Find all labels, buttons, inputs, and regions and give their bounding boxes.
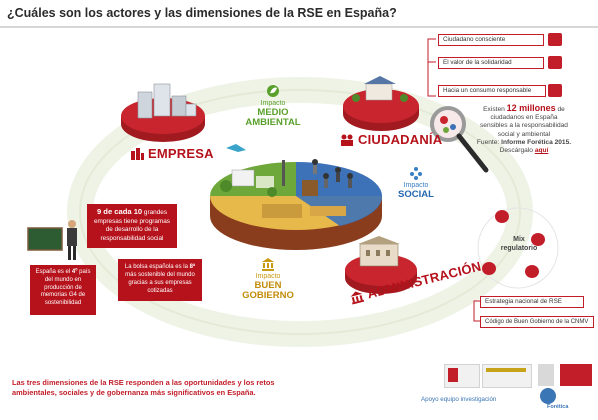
footer-line1: Las tres dimensiones de la RSE responden… — [12, 378, 275, 387]
ciudadania-item: El valor de la solidaridad — [438, 57, 544, 69]
fact1-text: grandes empresas tiene programas de desa… — [93, 209, 170, 242]
government-logo — [444, 364, 480, 388]
people-circle-icon — [410, 167, 422, 180]
administracion-label-group: ADMINISTRACIÓN — [348, 259, 483, 306]
fact2-pre: España es el — [35, 269, 71, 275]
gavel-icon — [495, 210, 509, 223]
apoyo-text: Apoyo equipo investigación — [421, 396, 497, 403]
fact1-bold: 9 de cada 10 — [96, 207, 143, 216]
impact-buen-gobierno-pre: Impacto — [255, 273, 281, 280]
ciudadania-items: Ciudadano consciente El valor de la soli… — [426, 33, 594, 104]
seal-logo — [538, 364, 554, 386]
impact-buen-gobierno-line1: BUEN — [254, 280, 282, 291]
footer-line2: ambientales, sociales y de gobernanza má… — [12, 388, 256, 397]
bird-illustration — [226, 144, 246, 152]
columns-icon — [262, 258, 274, 271]
mix-regulatorio: Mix regulatorio — [496, 236, 542, 253]
eye-icon — [531, 233, 545, 246]
central-disc-illustration — [210, 159, 383, 250]
magnifier-illustration — [430, 106, 489, 173]
ministry-logo — [482, 364, 532, 388]
stat-source: Informe Forética 2015. — [501, 138, 572, 146]
hand-heart-icon — [548, 56, 562, 69]
person-check-icon — [548, 33, 562, 46]
leaf-icon — [267, 85, 279, 97]
stat-link[interactable]: aquí — [534, 147, 549, 155]
ciudadania-label: CIUDADANÍA — [358, 132, 443, 147]
mix-line2: regulatorio — [500, 244, 538, 252]
cart-icon — [548, 84, 562, 97]
stat-download: Descárgalo — [499, 147, 533, 155]
title-divider — [0, 26, 598, 28]
ciudadania-label-group: CIUDADANÍA — [340, 132, 442, 147]
empresa-illustration — [121, 83, 205, 142]
impact-medio-ambiental-pre: Impacto — [260, 100, 286, 107]
stat-number: 12 millones — [506, 103, 556, 113]
empresa-label-group: EMPRESA — [130, 146, 214, 161]
impact-medio-ambiental: Impacto MEDIO AMBIENTAL — [243, 84, 303, 128]
impact-buen-gobierno: Impacto BUEN GOBIERNO — [240, 258, 296, 301]
fact3-text: más sostenible del mundo gracias a sus e… — [125, 272, 195, 294]
stat-source-label: Fuente: — [476, 138, 500, 146]
impact-buen-gobierno-line2: GOBIERNO — [242, 290, 294, 301]
administracion-items: Estrategia nacional de RSE Código de Bue… — [470, 296, 594, 330]
mix-line1: Mix — [513, 236, 525, 243]
fact-memorias-g4: España es el 4º país del mundo en produc… — [30, 265, 96, 315]
fact-bolsa: La bolsa española es la 8ª más sostenibl… — [118, 259, 202, 301]
foretica-logo-icon — [540, 388, 556, 404]
stat-text: de ciudadanos en España sensibles a la r… — [480, 106, 568, 138]
impact-social: Impacto SOCIAL — [392, 166, 440, 200]
stat-pre: Existen — [483, 106, 505, 113]
presenter-illustration — [27, 220, 77, 260]
impact-social-pre: Impacto — [403, 182, 429, 189]
fact-grandes-empresas: 9 de cada 10 grandes empresas tiene prog… — [87, 204, 177, 248]
empresa-label: EMPRESA — [148, 146, 214, 161]
impact-social-main: SOCIAL — [398, 189, 434, 200]
ciudadania-item: Ciudadano consciente — [438, 34, 544, 46]
building-icon — [131, 147, 144, 160]
fact3-rank: 8ª — [189, 264, 196, 270]
impact-medio-ambiental-line1: MEDIO — [257, 107, 289, 118]
document-icon — [482, 262, 496, 275]
administracion-illustration — [345, 236, 417, 294]
people-icon — [341, 134, 353, 146]
ciudadania-illustration — [343, 76, 419, 131]
administracion-item: Estrategia nacional de RSE — [480, 296, 584, 308]
footer-text: Las tres dimensiones de la RSE responden… — [12, 378, 274, 398]
foretica-logo-text: Forética — [547, 404, 569, 410]
stat-block: Existen 12 millones de ciudadanos en Esp… — [476, 104, 572, 155]
page-title: ¿Cuáles son los actores y las dimensione… — [7, 6, 397, 20]
fact2-rank: 4º — [71, 269, 78, 275]
impact-medio-ambiental-line2: AMBIENTAL — [245, 117, 301, 128]
fact3-pre: La bolsa española es la — [124, 264, 188, 270]
institution-icon — [350, 290, 365, 305]
agency-logo — [560, 364, 592, 386]
lightbulb-icon — [525, 265, 539, 278]
administracion-item: Código de Buen Gobierno de la CNMV — [480, 316, 594, 328]
fact2-text: país del mundo en producción de memorias… — [40, 269, 91, 307]
ciudadania-item: Hacia un consumo responsable — [438, 85, 546, 97]
